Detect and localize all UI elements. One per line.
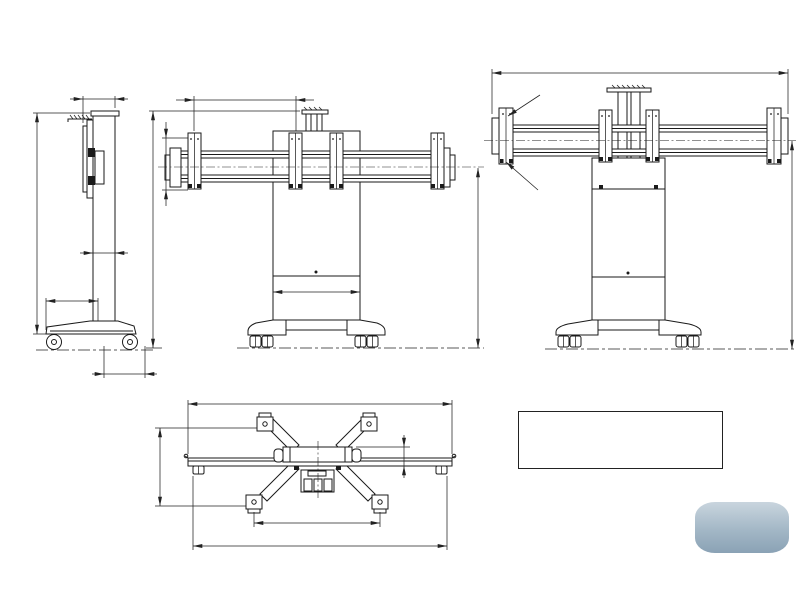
vesa-plate: [645, 109, 660, 163]
sms-logo-box: [695, 502, 789, 553]
vesa-plate: [329, 132, 344, 190]
side-view: [33, 96, 157, 378]
caster-foot: [245, 412, 389, 514]
top-view: [155, 400, 457, 550]
vesa-plate: [288, 132, 303, 190]
vesa-plate: [187, 132, 202, 190]
front-view: [146, 96, 484, 349]
vesa-plate: [598, 109, 613, 163]
extended-view: [484, 69, 796, 350]
sms-logo: [692, 502, 792, 557]
vesa-plate: [430, 132, 445, 190]
vesa-table: [518, 411, 723, 469]
vesa-plate: [766, 107, 789, 165]
vesa-plate: [491, 107, 514, 165]
